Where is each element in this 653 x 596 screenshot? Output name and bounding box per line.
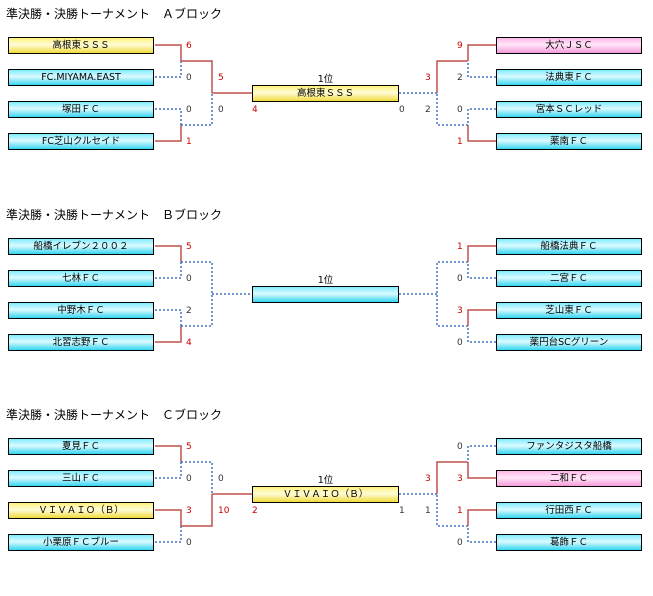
score: 1 [457,137,463,147]
final-label: 1位 [317,275,334,286]
score: 0 [186,105,192,115]
team-box: 船橋イレブン２００２ [8,238,154,255]
semi-score: 3 [425,73,431,83]
team-box: 二和ＦＣ [496,470,642,487]
score: 4 [186,338,192,348]
team-box: 夏見ＦＣ [8,438,154,455]
team-box: 法典東ＦＣ [496,69,642,86]
team-box: FC.MIYAMA.EAST [8,69,154,86]
score: 2 [186,306,192,316]
bracket-lines [155,445,496,543]
score: 0 [186,474,192,484]
score: 1 [457,506,463,516]
block-c: 準決勝・決勝トーナメント Ｃブロック 夏見ＦＣ 三山ＦＣ ＶＩＶＡＩＯ（Ｂ） 小… [0,406,653,596]
semi-score: 0 [218,105,224,115]
semi-score: 1 [425,506,431,516]
block-b: 準決勝・決勝トーナメント Ｂブロック 船橋イレブン２００２ 七林ＦＣ 中野木ＦＣ… [0,206,653,396]
final-winner-box [252,286,399,303]
score: 0 [457,274,463,284]
block-title: 準決勝・決勝トーナメント Ｃブロック [6,408,223,422]
score: 3 [457,474,463,484]
team-box: FC芝山クルセイド [8,133,154,150]
semi-score: 10 [218,506,230,516]
team-box: 船橋法典ＦＣ [496,238,642,255]
score: 0 [186,73,192,83]
score: 0 [457,538,463,548]
block-title: 準決勝・決勝トーナメント Ａブロック [6,7,223,21]
team-box: 北習志野ＦＣ [8,334,154,351]
team-box: 行田西ＦＣ [496,502,642,519]
final-score: 0 [399,105,405,115]
score: 0 [186,274,192,284]
score: 9 [457,41,463,51]
final-score: 1 [399,506,405,516]
score: 2 [457,73,463,83]
team-box: 小栗原ＦＣブルー [8,534,154,551]
score: 5 [186,442,192,452]
final-winner-box: ＶＩＶＡＩＯ（Ｂ） [252,486,399,503]
team-box: 芝山東ＦＣ [496,302,642,319]
final-label: 1位 [317,74,334,85]
score: 5 [186,242,192,252]
final-winner-box: 高根東ＳＳＳ [252,85,399,102]
score: 0 [186,538,192,548]
semi-score: 0 [218,474,224,484]
team-box: 七林ＦＣ [8,270,154,287]
score: 6 [186,41,192,51]
team-box: 薬南ＦＣ [496,133,642,150]
block-title: 準決勝・決勝トーナメント Ｂブロック [6,208,223,222]
team-box: 三山ＦＣ [8,470,154,487]
team-box: 塚田ＦＣ [8,101,154,118]
team-box: 葛飾ＦＣ [496,534,642,551]
team-box: ファンタジスタ船橋 [496,438,642,455]
semi-score: 3 [425,474,431,484]
score: 3 [457,306,463,316]
block-a: 準決勝・決勝トーナメント Ａブロック 高根東ＳＳＳ FC.MIYAMA.EAST… [0,5,653,195]
bracket-lines [155,245,496,343]
final-score: 2 [252,506,258,516]
score: 1 [457,242,463,252]
team-box: 薬円台SCグリーン [496,334,642,351]
score: 1 [186,137,192,147]
semi-score: 5 [218,73,224,83]
team-box: 二宮ＦＣ [496,270,642,287]
bracket-lines [155,44,496,142]
team-box: 大穴ＪＳＣ [496,37,642,54]
final-score: 4 [252,105,258,115]
team-box: 中野木ＦＣ [8,302,154,319]
team-box: 高根東ＳＳＳ [8,37,154,54]
semi-score: 2 [425,105,431,115]
score: 0 [457,442,463,452]
score: 0 [457,338,463,348]
team-box: 宮本ＳＣレッド [496,101,642,118]
team-box: ＶＩＶＡＩＯ（Ｂ） [8,502,154,519]
score: 3 [186,506,192,516]
score: 0 [457,105,463,115]
final-label: 1位 [317,475,334,486]
